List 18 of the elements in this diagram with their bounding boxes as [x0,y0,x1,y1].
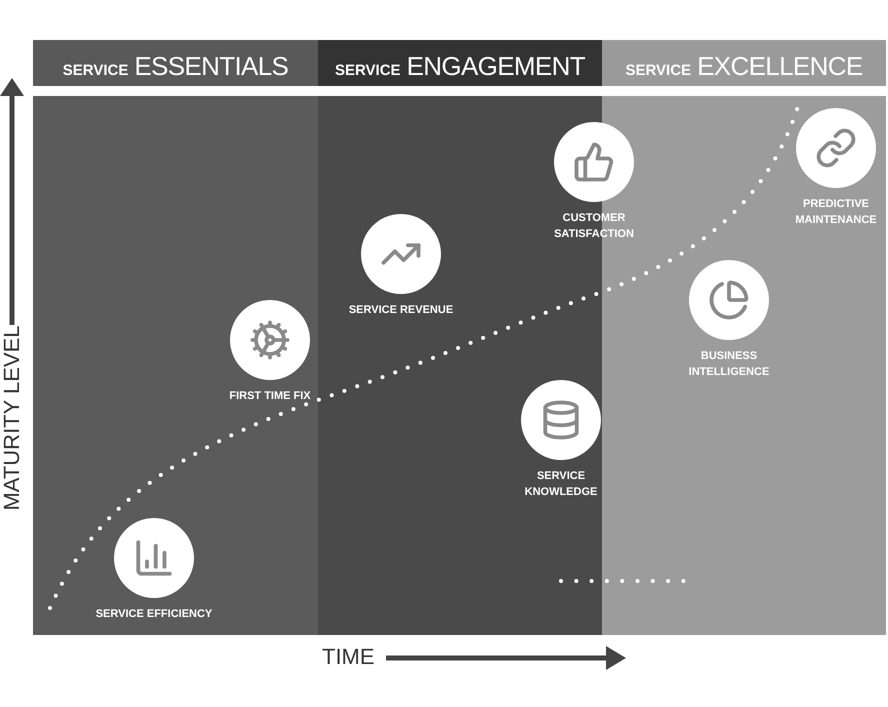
milestone-label: CUSTOMER SATISFACTION [553,211,635,242]
stage-header [602,40,886,86]
header-title: ENGAGEMENT [406,53,585,79]
axis-label: TIME [322,646,375,668]
milestone-label: PREDICTIVE MAINTENANCE [794,197,878,228]
milestone-label: BUSINESS INTELLIGENCE [688,349,770,380]
header-title: EXCELLENCE [697,53,863,79]
header-title: ESSENTIALS [134,53,288,79]
header-prefix: SERVICE [625,63,692,78]
milestone-label: SERVICE KNOWLEDGE [524,469,598,500]
milestone-label: FIRST TIME FIX [229,389,311,404]
milestone-label: SERVICE EFFICIENCY [96,607,212,622]
header-prefix: SERVICE [62,63,128,78]
stage-header [318,40,602,86]
axis-label: MATURITY LEVEL [1,324,23,513]
stage-header [33,40,318,86]
header-prefix: SERVICE [334,63,401,78]
milestone-label: SERVICE REVENUE [348,303,454,318]
